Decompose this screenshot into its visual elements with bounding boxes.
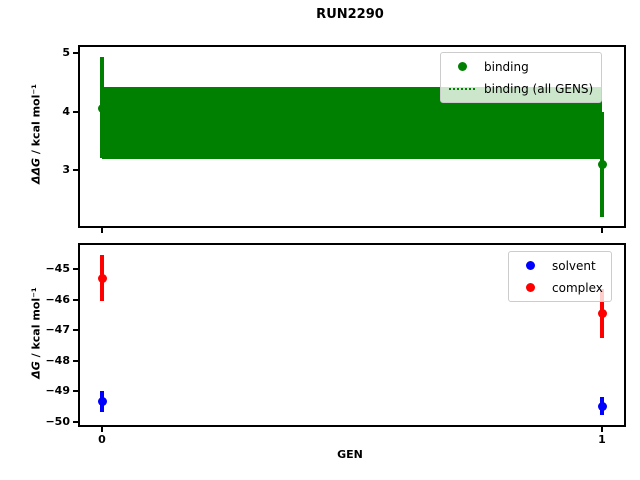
xlabel-gen: GEN	[337, 448, 363, 461]
y-tick-label: 5	[62, 45, 70, 59]
y-tick-label: −45	[45, 262, 70, 276]
y-tick-mark	[73, 329, 78, 332]
legend-swatch-box	[514, 261, 546, 270]
y-tick-label: 3	[62, 163, 70, 177]
ylabel-ddg-units: / kcal mol⁻¹	[29, 83, 43, 158]
legend-label-solvent: solvent	[552, 258, 596, 273]
legend-swatch-box	[446, 62, 478, 71]
legend-swatch-box	[446, 87, 478, 90]
ylabel-ddg: ΔΔG / kcal mol⁻¹	[30, 84, 43, 184]
y-tick-label: −47	[45, 323, 70, 337]
y-tick-label: 4	[62, 104, 70, 118]
legend-item-binding-all-gens: binding (all GENS)	[446, 79, 593, 98]
x-tick-label: 0	[98, 433, 106, 446]
y-tick-mark	[73, 110, 78, 113]
solvent-point	[97, 396, 107, 406]
ylabel-ddg-math: ΔΔG	[29, 157, 43, 185]
complex-marker-icon	[525, 283, 535, 292]
y-tick-label: −48	[45, 353, 70, 367]
solvent-point	[597, 401, 607, 411]
y-tick-mark	[73, 390, 78, 393]
x-tick-mark	[601, 427, 603, 432]
legend-binding: binding binding (all GENS)	[440, 52, 603, 103]
legend-label-binding-all-gens: binding (all GENS)	[484, 81, 594, 96]
binding-point	[597, 159, 607, 169]
x-tick-mark	[101, 228, 103, 233]
x-tick-label: 1	[598, 433, 606, 446]
solvent-marker-icon	[525, 261, 535, 270]
y-tick-label: −46	[45, 292, 70, 306]
ylabel-dg-units: / kcal mol⁻¹	[29, 287, 43, 362]
ylabel-dg: ΔG / kcal mol⁻¹	[30, 287, 43, 379]
x-tick-mark	[101, 427, 103, 432]
legend-label-binding: binding	[484, 59, 529, 74]
legend-swatch-box	[514, 283, 546, 292]
binding-point	[97, 104, 107, 114]
binding-all-gens-line-icon	[449, 87, 475, 90]
y-tick-mark	[73, 359, 78, 362]
complex-point	[597, 309, 607, 319]
complex-point	[97, 274, 107, 284]
y-tick-mark	[73, 420, 78, 423]
legend-item-binding: binding	[446, 57, 593, 76]
legend-label-complex: complex	[552, 280, 603, 295]
ylabel-dg-math: ΔG	[29, 361, 43, 379]
legend-item-complex: complex	[514, 278, 603, 297]
x-tick-mark	[601, 228, 603, 233]
y-tick-mark	[73, 169, 78, 172]
y-tick-label: −50	[45, 414, 70, 428]
y-tick-mark	[73, 268, 78, 271]
figure-title: RUN2290	[316, 7, 384, 22]
y-tick-mark	[73, 51, 78, 54]
legend-item-solvent: solvent	[514, 256, 603, 275]
legend-solvent-complex: solvent complex	[508, 251, 612, 302]
y-tick-label: −49	[45, 384, 70, 398]
binding-marker-icon	[457, 62, 467, 71]
y-tick-mark	[73, 298, 78, 301]
